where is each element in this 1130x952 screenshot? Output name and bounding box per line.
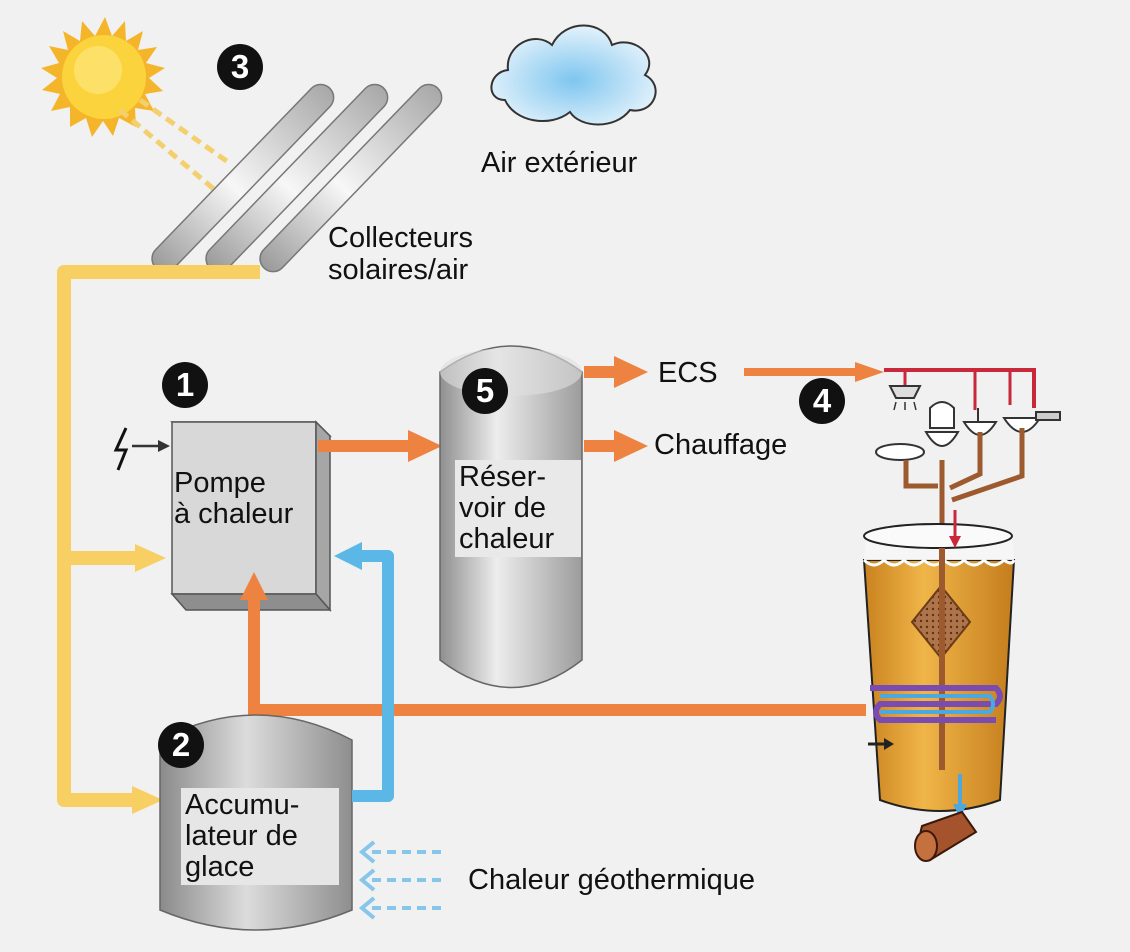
geothermal-label: Chaleur géothermique [468, 864, 755, 896]
solar-arrow-ice [132, 786, 163, 814]
geothermal-arrows [358, 840, 444, 920]
sun-rays [118, 97, 230, 192]
badge-reservoir: 5 [462, 368, 508, 414]
cloud-icon [490, 24, 657, 126]
outdoor-air-label: Air extérieur [481, 147, 638, 179]
electricity-icon [113, 427, 170, 471]
cold-pipe-arrow [334, 542, 362, 570]
solar-pipe [57, 265, 260, 807]
heating-label: Chauffage [654, 429, 788, 461]
heat-recovery-pipe [248, 598, 866, 716]
reservoir-label: Réser- voir de chaleur [455, 460, 581, 557]
badge-pump: 1 [162, 362, 208, 408]
badge-collectors: 3 [217, 44, 263, 90]
ecs-supply-line [744, 362, 1036, 410]
heat-recovery-arrow [240, 572, 268, 600]
badge-consumers: 4 [799, 378, 845, 424]
cold-pipe [352, 550, 394, 802]
sun-icon [41, 17, 165, 137]
pump-label: Pompe à chaleur [174, 467, 294, 530]
solar-arrow-pump [135, 544, 166, 572]
wastewater-recovery-tank [862, 510, 1016, 862]
reservoir-output-pipes [584, 356, 648, 462]
ecs-label: ECS [658, 357, 718, 389]
solar-collectors-label: Collecteurs solaires/air [328, 222, 474, 286]
badge-ice-store: 2 [158, 722, 204, 768]
drain-pipes [903, 428, 1025, 552]
solar-collectors [151, 83, 443, 273]
ice-store-label: Accumu- lateur de glace [181, 788, 339, 885]
pump-to-reservoir-arrow [408, 430, 442, 462]
